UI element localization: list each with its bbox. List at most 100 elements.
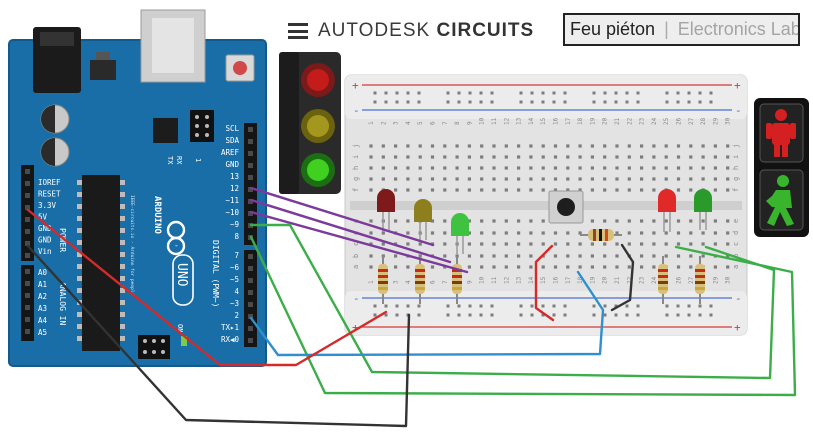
wire-pin11[interactable] xyxy=(249,198,452,264)
pin-label: A2 xyxy=(38,292,47,301)
rail-minus-bottom-right: - xyxy=(735,292,742,305)
breadboard-column-label: 19 xyxy=(589,117,596,125)
breadboard-row-label: h xyxy=(352,166,360,170)
wire-pin8[interactable] xyxy=(249,235,797,397)
breadboard-column-label: 6 xyxy=(430,280,437,284)
breadboard-column-label: 25 xyxy=(663,117,670,125)
breadboard-column-label: 23 xyxy=(639,276,646,284)
led-green-pedestrian[interactable] xyxy=(694,189,712,230)
breadboard-column-label: 2 xyxy=(380,121,387,125)
breadboard-column-label: 14 xyxy=(528,276,535,284)
pin-label: ~6 xyxy=(230,263,240,272)
breadboard-row-label: e xyxy=(732,219,740,223)
power-label: POWER xyxy=(58,228,67,252)
rail-minus-top-right: - xyxy=(735,104,742,117)
led-red-pedestrian[interactable] xyxy=(658,189,676,232)
breadboard-column-label: 11 xyxy=(491,276,498,284)
breadboard-column-label: 19 xyxy=(589,276,596,284)
brand-bold: CIRCUITS xyxy=(436,20,535,41)
led-green-car[interactable] xyxy=(451,213,469,254)
reset-button-cap[interactable] xyxy=(233,61,247,75)
breadboard-column-label: 15 xyxy=(540,117,547,125)
breadboard-column-label: 18 xyxy=(577,276,584,284)
breadboard-row-label: h xyxy=(732,166,740,170)
arduino-vertical-note: IEEE-circuits.io - Arduino for people xyxy=(129,195,135,296)
hamburger-menu-icon[interactable] xyxy=(288,23,308,39)
breadboard-row-label: b xyxy=(352,254,360,258)
analog-header xyxy=(21,265,34,341)
pin-label: GND xyxy=(38,224,52,233)
project-title-box[interactable]: Feu piéton | Electronics Lab xyxy=(563,13,800,46)
pin-label: 2 xyxy=(234,311,239,320)
pin-label: ~3 xyxy=(230,299,239,308)
rx-led-label: RX xyxy=(175,156,183,165)
breadboard-column-label: 29 xyxy=(712,276,719,284)
breadboard-column-label: 24 xyxy=(651,276,658,284)
breadboard-column-label: 20 xyxy=(602,276,609,284)
breadboard-row-label: j xyxy=(732,144,740,148)
brand-wordmark[interactable]: AUTODESK CIRCUITS xyxy=(318,20,534,42)
breadboard-column-label: 22 xyxy=(626,276,633,284)
breadboard-row-label: a xyxy=(352,265,360,269)
breadboard-row-label: i xyxy=(732,155,740,159)
breadboard-column-label: 13 xyxy=(516,117,523,125)
arduino-uno-board[interactable]: - ARDUINO IEEE-circuits.io - Arduino for… xyxy=(8,9,267,367)
breadboard-column-label: 16 xyxy=(553,276,560,284)
wire-pin10[interactable] xyxy=(249,210,469,274)
digital-header-top xyxy=(244,123,257,245)
led-yellow-car[interactable] xyxy=(414,199,432,240)
pedestrian-light[interactable] xyxy=(754,98,809,237)
project-separator: | xyxy=(664,19,669,39)
pin-label: SDA xyxy=(225,136,239,145)
push-button[interactable] xyxy=(548,190,584,224)
breadboard-column-label: 1 xyxy=(368,280,375,284)
breadboard-column-label: 3 xyxy=(393,280,400,284)
traffic-light-cars[interactable] xyxy=(279,52,341,194)
svg-text:-: - xyxy=(174,241,179,250)
breadboard-column-label: 30 xyxy=(725,276,732,284)
pin-label: GND xyxy=(38,236,52,245)
breadboard[interactable]: + + - - - - + + 112233445566778899101011… xyxy=(344,74,748,336)
breadboard-column-label: 3 xyxy=(393,121,400,125)
breadboard-column-label: 20 xyxy=(602,117,609,125)
wire-gnd[interactable] xyxy=(26,244,411,428)
breadboard-column-label: 26 xyxy=(676,117,683,125)
atmega-chip xyxy=(82,175,120,351)
breadboard-row-label: i xyxy=(352,155,360,159)
breadboard-column-label: 7 xyxy=(442,121,449,125)
pin-label: Vin xyxy=(38,247,52,256)
breadboard-row-label: a xyxy=(732,265,740,269)
wire-pin12[interactable] xyxy=(249,186,435,247)
pin-label: 3.3V xyxy=(38,201,57,210)
breadboard-column-label: 10 xyxy=(479,117,486,125)
pedestrian-red-figure xyxy=(766,109,796,157)
pin-label: 13 xyxy=(230,172,239,181)
rail-plus-top-left: + xyxy=(352,79,359,92)
breadboard-column-label: 16 xyxy=(553,117,560,125)
pin-label: A5 xyxy=(38,328,47,337)
breadboard-column-label: 5 xyxy=(417,121,424,125)
breadboard-column-label: 12 xyxy=(503,117,510,125)
wire-resistor-gnd[interactable] xyxy=(610,243,635,312)
breadboard-column-label: 28 xyxy=(700,117,707,125)
pedestrian-green-figure xyxy=(766,175,794,226)
breadboard-column-label: 17 xyxy=(565,276,572,284)
breadboard-column-label: 24 xyxy=(651,117,658,125)
wire-pin2[interactable] xyxy=(249,270,605,357)
breadboard-column-label: 4 xyxy=(405,121,412,125)
wire-5v[interactable] xyxy=(26,208,388,367)
pin-label: ~11 xyxy=(225,196,239,205)
breadboard-row-label: g xyxy=(732,177,740,181)
pin-label: A4 xyxy=(38,316,48,325)
button-resistor xyxy=(580,229,622,241)
pin-label: 8 xyxy=(234,232,239,241)
pin-label: 5V xyxy=(38,213,48,222)
analog-in-label: ANALOG IN xyxy=(58,282,67,326)
wire-button-5v[interactable] xyxy=(534,244,555,322)
app-brand: AUTODESK CIRCUITS xyxy=(288,16,534,46)
pin-label: ~9 xyxy=(230,220,239,229)
breadboard-column-label: 10 xyxy=(479,276,486,284)
rail-minus-top-left: - xyxy=(353,104,360,117)
breadboard-column-label: 13 xyxy=(516,276,523,284)
pin-label: A1 xyxy=(38,280,47,289)
